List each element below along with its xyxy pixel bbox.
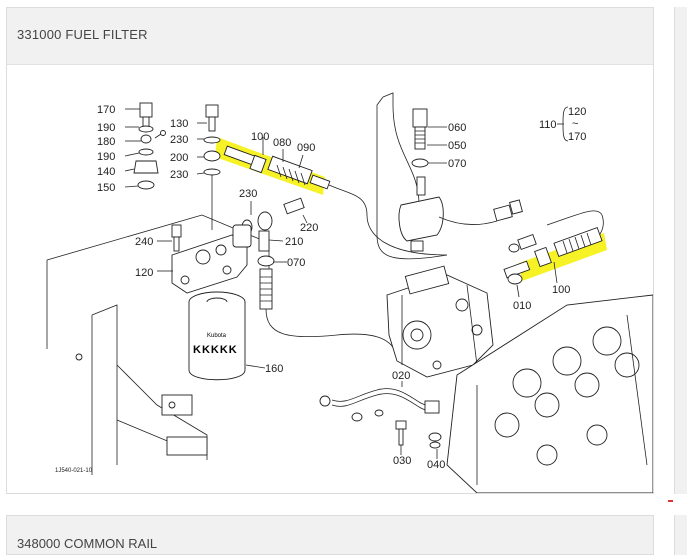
scroll-marker bbox=[668, 500, 673, 502]
label-120: 120 bbox=[135, 267, 153, 279]
mounting-bracket bbox=[46, 214, 270, 475]
label-230b: 230 bbox=[170, 169, 188, 181]
label-050: 050 bbox=[448, 140, 466, 152]
common-rail-card: 348000 COMMON RAIL bbox=[6, 515, 654, 555]
label-040: 040 bbox=[427, 459, 445, 471]
engine-block bbox=[446, 294, 653, 493]
label-170: 170 bbox=[97, 104, 115, 116]
section-title: 331000 FUEL FILTER bbox=[17, 27, 148, 42]
label-190: 190 bbox=[97, 122, 115, 134]
label-100: 100 bbox=[251, 131, 269, 143]
part-labels: 170 190 180 190 140 150 130 230 200 230 … bbox=[55, 104, 586, 474]
label-230c: 230 bbox=[239, 188, 257, 200]
label-020: 020 bbox=[392, 370, 410, 382]
banjo-fitting bbox=[241, 197, 398, 356]
filter-head bbox=[157, 224, 252, 294]
fuel-filter-cartridge: Kubota KKKKK bbox=[188, 291, 266, 381]
fuel-hose-left bbox=[223, 137, 448, 256]
label-110-range-start: 120 bbox=[568, 106, 586, 118]
injection-pump bbox=[386, 265, 494, 378]
filter-brand: Kubota bbox=[207, 333, 227, 339]
fuel-pipe bbox=[319, 381, 442, 459]
adjacent-card-edge bbox=[674, 7, 687, 494]
label-100b: 100 bbox=[552, 284, 570, 296]
label-190b: 190 bbox=[97, 151, 115, 163]
fuel-hose-right bbox=[503, 210, 604, 298]
section-title-2: 348000 COMMON RAIL bbox=[17, 536, 158, 551]
label-070: 070 bbox=[287, 257, 305, 269]
label-200: 200 bbox=[170, 152, 188, 164]
label-160: 160 bbox=[265, 363, 283, 375]
label-030: 030 bbox=[393, 455, 411, 467]
label-230: 230 bbox=[170, 134, 188, 146]
label-110-range-end: 170 bbox=[568, 131, 586, 143]
label-150: 150 bbox=[97, 182, 115, 194]
diagram-code: 1J540-021-10 bbox=[55, 468, 93, 474]
fuel-filter-card: 331000 FUEL FILTER bbox=[6, 7, 654, 494]
label-180: 180 bbox=[97, 136, 115, 148]
label-010: 010 bbox=[513, 300, 531, 312]
parts-diagram: Kubota KKKKK bbox=[46, 92, 653, 493]
label-090: 090 bbox=[297, 142, 315, 154]
label-220: 220 bbox=[300, 222, 318, 234]
adjacent-card-edge-2 bbox=[674, 515, 687, 555]
label-070b: 070 bbox=[448, 158, 466, 170]
left-bolt-stack bbox=[124, 102, 166, 190]
label-110: 110 bbox=[539, 119, 557, 131]
label-080: 080 bbox=[273, 137, 291, 149]
label-210: 210 bbox=[285, 236, 303, 248]
label-110-range-sep: ~ bbox=[572, 118, 578, 130]
label-130: 130 bbox=[170, 118, 188, 130]
label-140: 140 bbox=[97, 166, 115, 178]
fuel-pump bbox=[376, 92, 523, 260]
filter-marks: KKKKK bbox=[193, 344, 238, 356]
label-060: 060 bbox=[448, 122, 466, 134]
label-240: 240 bbox=[135, 236, 153, 248]
center-bolt-stack bbox=[196, 104, 221, 230]
card-header: 331000 FUEL FILTER bbox=[7, 8, 653, 65]
